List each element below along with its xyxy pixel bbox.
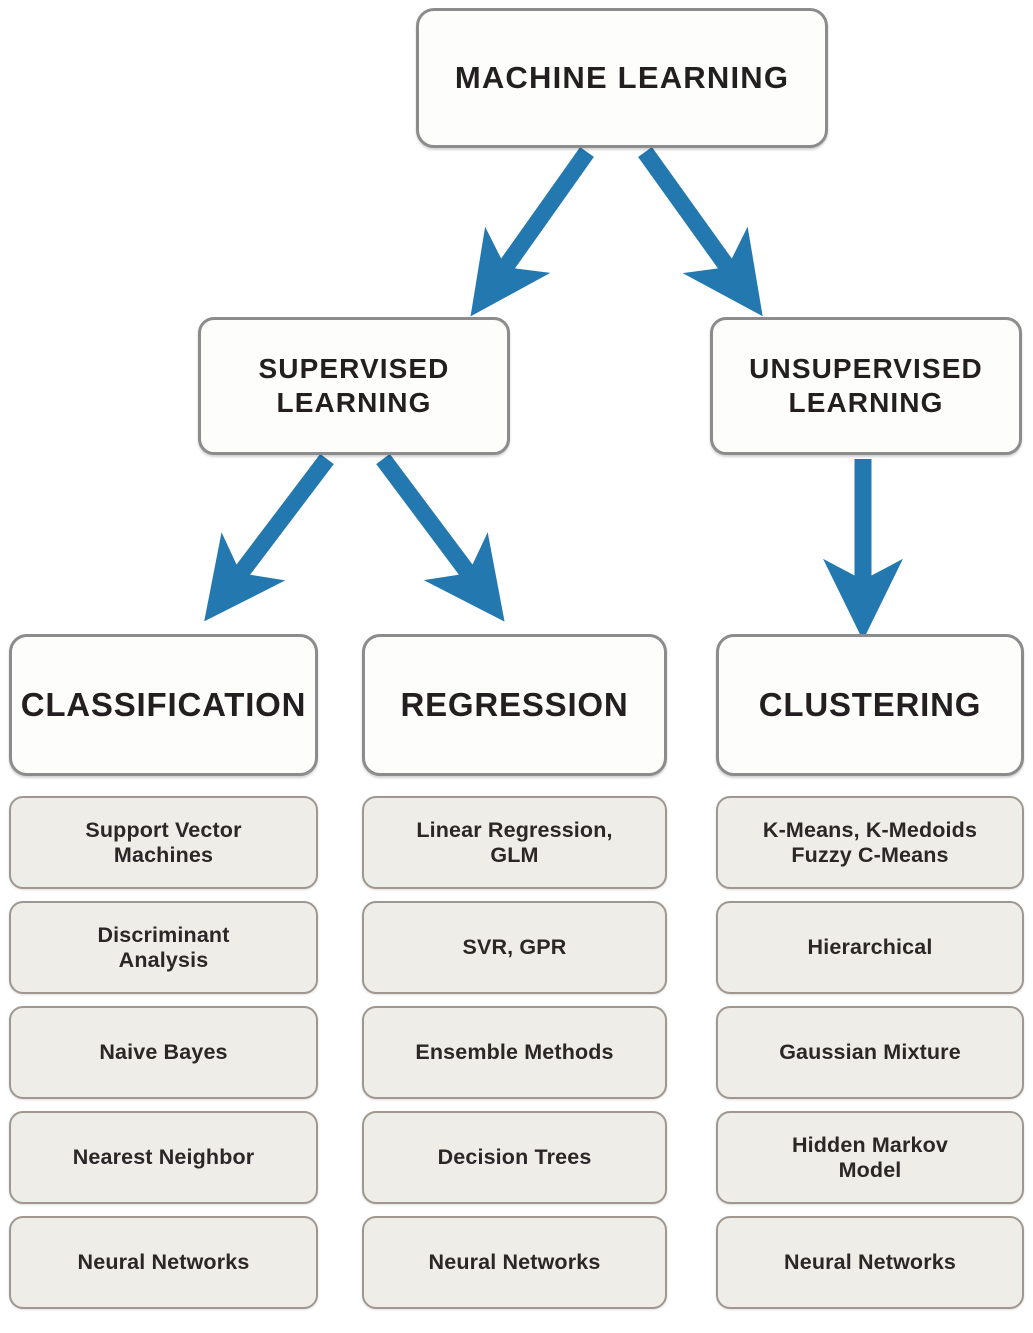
regression-method-list: Linear Regression, GLM SVR, GPR Ensemble… (362, 796, 667, 1309)
list-item-label: Neural Networks (428, 1250, 601, 1275)
list-item-label: Support Vector Machines (85, 817, 242, 867)
list-item[interactable]: Neural Networks (9, 1216, 318, 1309)
list-item-label: Linear Regression, GLM (416, 817, 613, 867)
classification-method-list: Support Vector Machines Discriminant Ana… (9, 796, 318, 1309)
node-regression-label: REGRESSION (400, 685, 629, 723)
list-item[interactable]: Linear Regression, GLM (362, 796, 667, 889)
arrow-root-to-supervised (470, 147, 594, 317)
node-clustering[interactable]: CLUSTERING (716, 634, 1024, 776)
list-item-label: Decision Trees (437, 1145, 592, 1170)
list-item-label: Neural Networks (784, 1250, 956, 1275)
list-item[interactable]: Hidden Markov Model (716, 1111, 1024, 1204)
list-item-label: Neural Networks (77, 1250, 250, 1275)
list-item[interactable]: Discriminant Analysis (9, 901, 318, 994)
list-item-label: Hidden Markov Model (791, 1132, 949, 1182)
list-item[interactable]: Neural Networks (362, 1216, 667, 1309)
arrow-supervised-to-classification (204, 453, 334, 622)
list-item[interactable]: Naive Bayes (9, 1006, 318, 1099)
node-unsupervised-learning[interactable]: UNSUPERVISED LEARNING (710, 317, 1022, 455)
list-item-label: Ensemble Methods (415, 1040, 614, 1065)
node-regression[interactable]: REGRESSION (362, 634, 667, 776)
list-item-label: Discriminant Analysis (97, 922, 230, 972)
list-item-label: SVR, GPR (462, 935, 567, 960)
node-supervised-learning[interactable]: SUPERVISED LEARNING (198, 317, 510, 455)
list-item-label: Gaussian Mixture (779, 1040, 961, 1065)
list-item[interactable]: Nearest Neighbor (9, 1111, 318, 1204)
list-item[interactable]: Decision Trees (362, 1111, 667, 1204)
node-classification[interactable]: CLASSIFICATION (9, 634, 318, 776)
list-item[interactable]: Gaussian Mixture (716, 1006, 1024, 1099)
arrow-supervised-to-regression (376, 453, 505, 622)
list-item[interactable]: Ensemble Methods (362, 1006, 667, 1099)
node-supervised-learning-label: SUPERVISED LEARNING (258, 352, 450, 418)
node-machine-learning-label: MACHINE LEARNING (454, 59, 790, 95)
list-item-label: Nearest Neighbor (72, 1145, 255, 1170)
list-item[interactable]: Support Vector Machines (9, 796, 318, 889)
list-item-label: K-Means, K-Medoids Fuzzy C-Means (762, 817, 978, 867)
list-item[interactable]: Hierarchical (716, 901, 1024, 994)
clustering-method-list: K-Means, K-Medoids Fuzzy C-Means Hierarc… (716, 796, 1024, 1309)
node-unsupervised-learning-label: UNSUPERVISED LEARNING (749, 352, 983, 418)
arrow-root-to-unsupervised (638, 147, 763, 317)
list-item-label: Naive Bayes (99, 1040, 228, 1065)
list-item[interactable]: SVR, GPR (362, 901, 667, 994)
list-item-label: Hierarchical (807, 935, 933, 960)
node-classification-label: CLASSIFICATION (20, 685, 307, 723)
list-item[interactable]: K-Means, K-Medoids Fuzzy C-Means (716, 796, 1024, 889)
node-machine-learning[interactable]: MACHINE LEARNING (416, 8, 828, 148)
node-clustering-label: CLUSTERING (758, 685, 982, 723)
list-item[interactable]: Neural Networks (716, 1216, 1024, 1309)
